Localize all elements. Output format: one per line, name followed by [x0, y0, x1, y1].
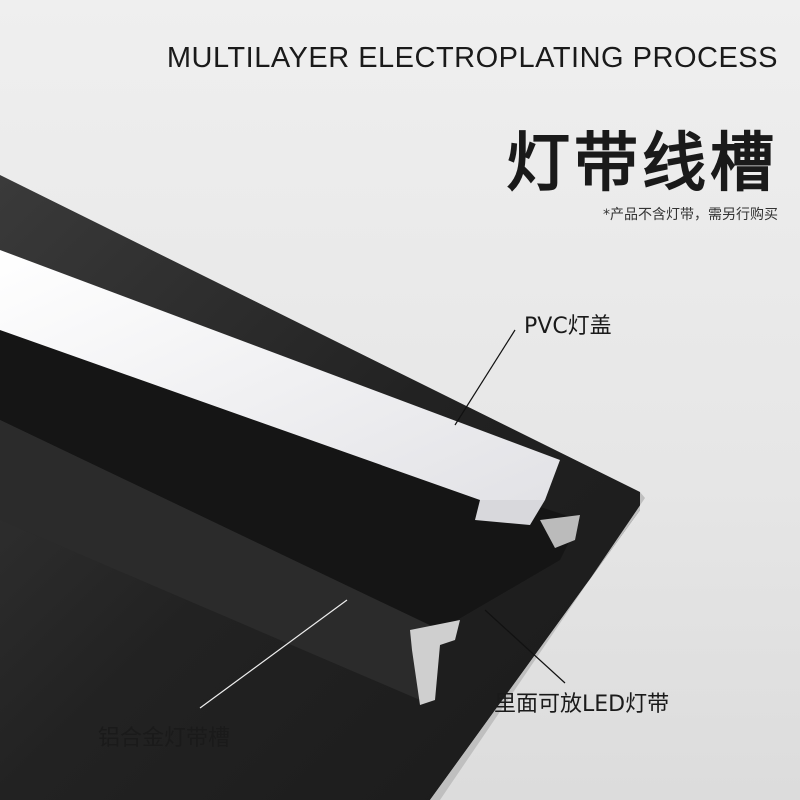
led-callout-line — [484, 609, 566, 684]
aluminum-channel-label: 铝合金灯带槽 — [98, 726, 231, 751]
pvc-cover — [0, 250, 560, 500]
pvc-cover-label: PVC灯盖 — [524, 314, 612, 339]
pvc-cover-edge — [475, 500, 545, 525]
led-space-label: 里面可放LED灯带 — [494, 692, 670, 717]
channel-floor — [0, 420, 440, 700]
subtitle: MULTILAYER ELECTROPLATING PROCESS — [166, 42, 778, 74]
page-title: 灯带线槽 — [506, 127, 778, 201]
channel-lip-back — [540, 515, 580, 548]
channel-lip — [410, 620, 460, 705]
product-note: *产品不含灯带，需另行购买 — [603, 207, 778, 223]
pvc-callout-line — [454, 329, 516, 426]
aluminum-callout-line — [199, 599, 348, 709]
channel-wall — [0, 330, 580, 630]
